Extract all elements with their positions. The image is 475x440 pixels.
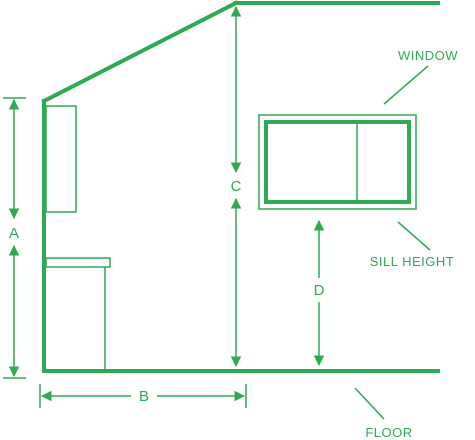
floor-callout: FLOOR bbox=[365, 425, 412, 440]
countertop bbox=[45, 257, 111, 268]
dimension-a bbox=[3, 97, 26, 379]
window-outer-frame bbox=[258, 114, 417, 210]
dim-b-label: B bbox=[139, 388, 149, 405]
sill-height-callout: SILL HEIGHT bbox=[370, 254, 454, 269]
floor-leader-line bbox=[354, 387, 385, 420]
window-leader-line bbox=[383, 65, 429, 105]
window-inner-frame bbox=[264, 120, 411, 204]
dim-c-label: C bbox=[231, 178, 242, 195]
sloped-ceiling bbox=[41, 0, 239, 104]
sill-height-leader-line bbox=[397, 221, 431, 251]
base-cabinet bbox=[45, 257, 111, 371]
window-callout: WINDOW bbox=[398, 48, 458, 63]
dim-a-label: A bbox=[9, 225, 19, 242]
dimension-b bbox=[39, 384, 247, 408]
dim-d-label: D bbox=[314, 282, 325, 299]
room-outline bbox=[41, 0, 440, 373]
window bbox=[258, 114, 417, 210]
wall-cabinet bbox=[45, 105, 77, 213]
